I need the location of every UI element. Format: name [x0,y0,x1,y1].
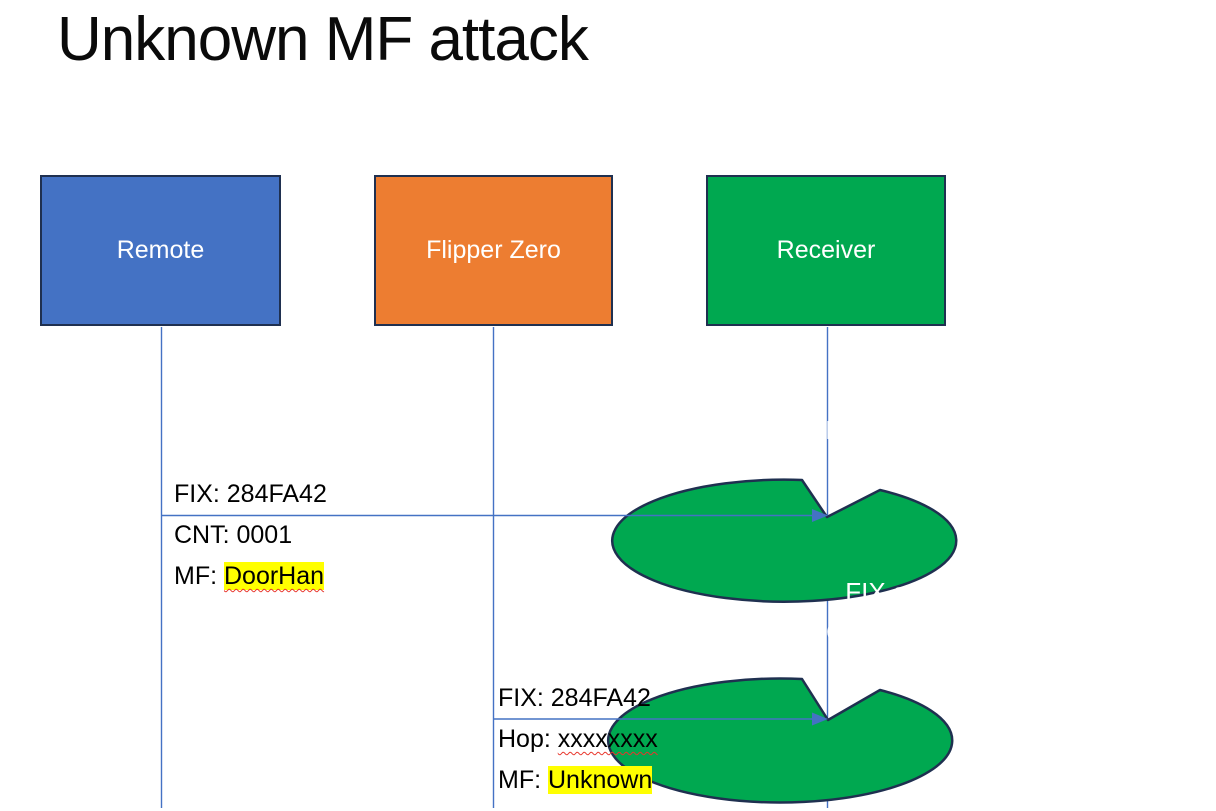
fix-value: FIX: 284FA42 [498,684,651,712]
callout-2-bubble [606,677,954,804]
message-line: MF: Unknown [498,760,658,801]
callout-line: FIX good [845,577,951,607]
message-2-label: FIX: 284FA42 Hop: xxxxxxxx MF: Unknown [498,678,658,801]
hop-value: xxxxxxxx [557,725,658,753]
mf-prefix: MF: [174,562,224,590]
message-1-label: FIX: 284FA42 CNT: 0001 MF: DoorHan [174,474,327,597]
actor-box-flipper-zero: Flipper Zero [374,175,613,326]
mf-value-unknown: Unknown [548,766,653,794]
message-2-arrowhead [812,712,828,726]
callout-line: CNT 0001 good [806,415,990,445]
actor-label-flipper-zero: Flipper Zero [426,236,561,264]
message-line: FIX: 284FA42 [498,678,658,719]
mf-value-doorhan: DoorHan [224,562,325,590]
callout-line: CNT is ???? [825,617,971,647]
message-line: Hop: xxxxxxxx [498,719,658,760]
message-1-arrowhead [812,509,828,522]
callout-1-bubble [611,478,958,603]
actor-label-receiver: Receiver [776,236,876,264]
mf-prefix: MF: [498,766,548,794]
cnt-value: CNT: 0001 [174,521,293,549]
actor-box-receiver: Receiver [706,175,946,326]
message-line: CNT: 0001 [174,515,327,556]
callout-line: FIX good [845,375,951,405]
callout-2-text: FIX good CNT is ???? “Opened” [748,572,1048,692]
hop-prefix: Hop: [498,725,558,753]
callout-line: “Opened” [843,455,953,485]
actor-box-remote: Remote [40,175,281,326]
callout-line: “Opened” [843,657,953,687]
actor-label-remote: Remote [116,236,205,264]
message-line: MF: DoorHan [174,556,327,597]
page-title: Unknown MF attack [57,5,589,74]
fix-value: FIX: 284FA42 [174,480,327,508]
callout-1-text: FIX good CNT 0001 good “Opened” [748,370,1048,490]
message-line: FIX: 284FA42 [174,474,327,515]
